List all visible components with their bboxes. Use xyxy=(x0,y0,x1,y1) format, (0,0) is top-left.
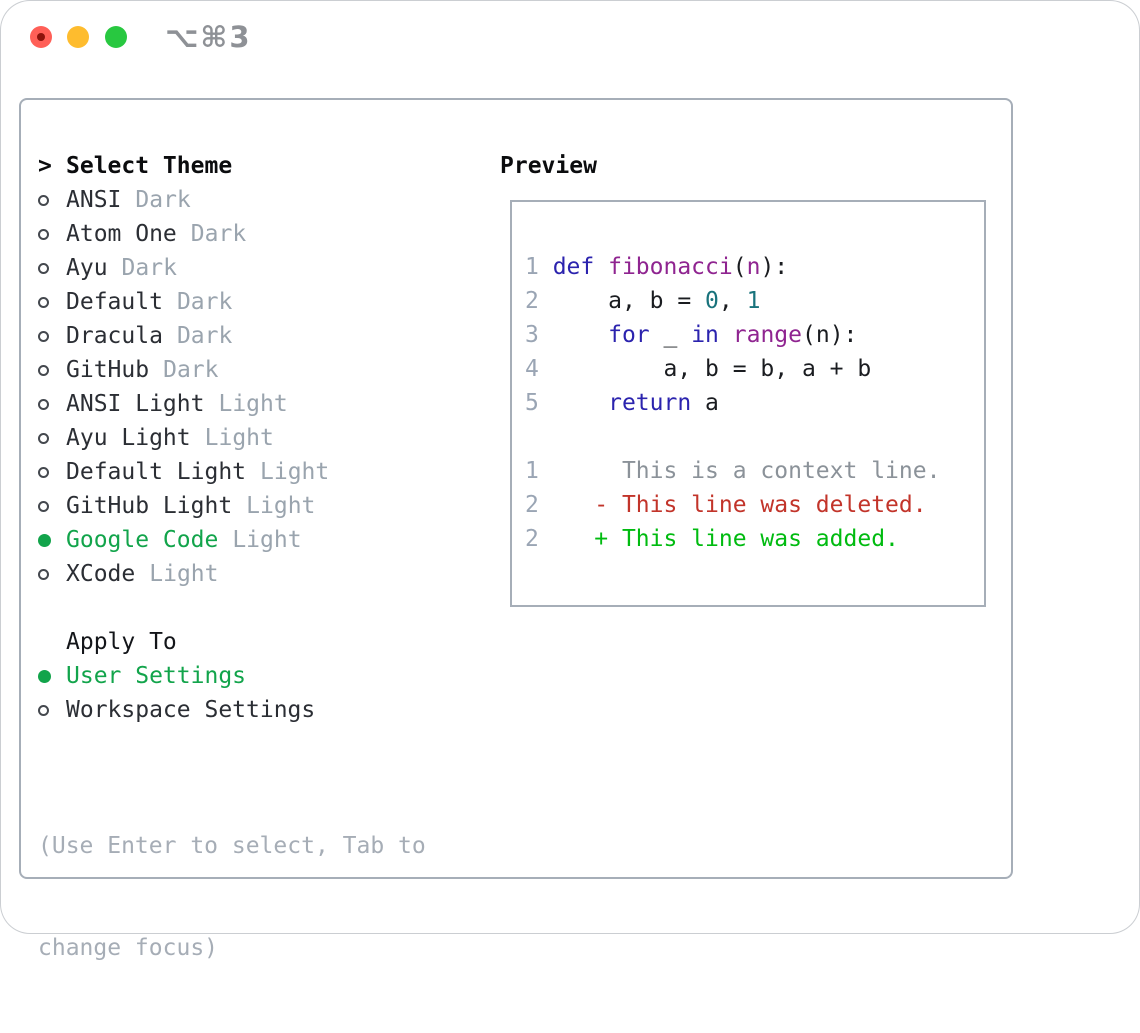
spacer xyxy=(525,420,940,454)
theme-variant-label: Dark xyxy=(176,323,233,349)
option-label: Default xyxy=(66,289,163,315)
radio-unselected-icon xyxy=(38,330,66,342)
theme-variant-label: Dark xyxy=(121,255,177,281)
theme-option[interactable]: Google Code Light xyxy=(38,523,426,557)
theme-option[interactable]: Default Dark xyxy=(38,285,426,319)
theme-option[interactable]: Ayu Light Light xyxy=(38,421,426,455)
theme-option[interactable]: ANSI Dark xyxy=(38,183,426,217)
radio-unselected-icon xyxy=(38,398,66,410)
apply-option[interactable]: User Settings xyxy=(38,659,426,693)
option-label: ANSI Light xyxy=(66,391,205,417)
option-label: Atom One xyxy=(66,221,177,247)
theme-variant-label: Dark xyxy=(135,187,191,213)
focus-caret-icon: > xyxy=(38,153,52,179)
select-theme-label: Select Theme xyxy=(66,153,233,179)
radio-unselected-icon xyxy=(38,432,66,444)
preview-code-line: 3 for _ in range(n): xyxy=(525,322,858,348)
radio-unselected-icon xyxy=(38,194,66,206)
radio-selected-icon xyxy=(38,533,66,547)
theme-variant-label: Light xyxy=(246,493,316,519)
option-label: Workspace Settings xyxy=(66,697,316,723)
theme-option[interactable]: Dracula Dark xyxy=(38,319,426,353)
radio-unselected-icon xyxy=(38,228,66,240)
preview-label: Preview xyxy=(500,153,597,179)
code-preview: 1 def fibonacci(n): 2 a, b = 0, 1 3 for _ … xyxy=(525,250,940,556)
theme-variant-label: Light xyxy=(232,527,302,553)
theme-variant-label: Light xyxy=(260,459,330,485)
window-title: ⌥⌘3 xyxy=(165,20,252,54)
preview-code-line: 5 return a xyxy=(525,390,719,416)
theme-option[interactable]: GitHub Dark xyxy=(38,353,426,387)
preview-box: 1 def fibonacci(n): 2 a, b = 0, 1 3 for _ … xyxy=(510,200,986,607)
spacer xyxy=(38,591,426,625)
radio-unselected-icon xyxy=(38,500,66,512)
radio-unselected-icon xyxy=(38,262,66,274)
option-label: User Settings xyxy=(66,663,247,689)
theme-option[interactable]: ANSI Light Light xyxy=(38,387,426,421)
option-label: GitHub Light xyxy=(66,493,233,519)
option-label: GitHub xyxy=(66,357,150,383)
theme-variant-label: Light xyxy=(218,391,288,417)
apply-to-header: Apply To xyxy=(38,625,426,659)
close-button-icon[interactable] xyxy=(30,26,52,48)
option-label: Google Code xyxy=(66,527,219,553)
preview-code-line: 2 a, b = 0, 1 xyxy=(525,288,761,314)
titlebar: ⌥⌘3 xyxy=(0,0,1140,74)
radio-unselected-icon xyxy=(38,364,66,376)
help-line-1: (Use Enter to select, Tab to xyxy=(38,833,426,859)
preview-code-line: 4 a, b = b, a + b xyxy=(525,356,872,382)
option-label: Ayu xyxy=(66,255,108,281)
help-text: (Use Enter to select, Tab to change focu… xyxy=(38,761,426,1033)
apply-option[interactable]: Workspace Settings xyxy=(38,693,426,727)
option-label: Ayu Light xyxy=(66,425,191,451)
preview-code-line: 1 def fibonacci(n): xyxy=(525,254,789,280)
minimize-button-icon[interactable] xyxy=(67,26,89,48)
radio-unselected-icon xyxy=(38,704,66,716)
theme-variant-label: Light xyxy=(204,425,274,451)
theme-option[interactable]: Atom One Dark xyxy=(38,217,426,251)
radio-selected-icon xyxy=(38,669,66,683)
radio-unselected-icon xyxy=(38,296,66,308)
preview-diff-line: 2 + This line was added. xyxy=(525,526,899,552)
option-label: XCode xyxy=(66,561,136,587)
theme-variant-label: Dark xyxy=(176,289,233,315)
option-label: Default Light xyxy=(66,459,247,485)
theme-variant-label: Dark xyxy=(190,221,247,247)
theme-option[interactable]: Default Light Light xyxy=(38,455,426,489)
theme-option[interactable]: Ayu Dark xyxy=(38,251,426,285)
theme-variant-label: Dark xyxy=(163,357,219,383)
radio-unselected-icon xyxy=(38,568,66,580)
theme-variant-label: Light xyxy=(149,561,219,587)
preview-diff-line: 1 This is a context line. xyxy=(525,458,941,484)
option-label: ANSI xyxy=(66,187,122,213)
help-line-2: change focus) xyxy=(38,935,219,961)
radio-unselected-icon xyxy=(38,466,66,478)
theme-option[interactable]: GitHub Light Light xyxy=(38,489,426,523)
preview-diff-line: 2 - This line was deleted. xyxy=(525,492,927,518)
option-label: Dracula xyxy=(66,323,163,349)
apply-to-label: Apply To xyxy=(66,629,177,655)
zoom-button-icon[interactable] xyxy=(105,26,127,48)
select-theme-header: > Select Theme xyxy=(38,149,426,183)
theme-option[interactable]: XCode Light xyxy=(38,557,426,591)
